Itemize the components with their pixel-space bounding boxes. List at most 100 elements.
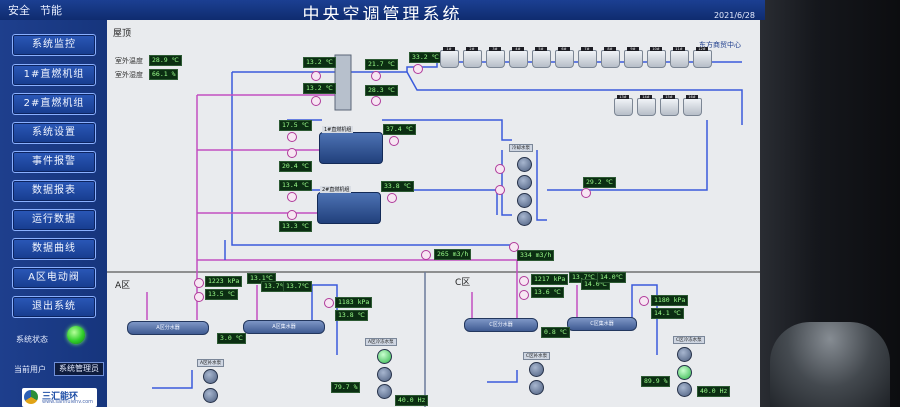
zone-c-chilled-pump-2[interactable] — [677, 365, 692, 380]
valve-3[interactable] — [311, 96, 321, 106]
cooling-tower-15[interactable]: 15# — [660, 95, 679, 116]
zone-a-chilled-pump-3[interactable] — [377, 384, 392, 399]
zone-a-makeup-pump-1[interactable] — [203, 369, 218, 384]
zone-c-return-header[interactable]: C区集水器 — [567, 317, 637, 331]
menu-security[interactable]: 安全 — [8, 4, 30, 17]
valve-chiller2-cond[interactable] — [387, 193, 397, 203]
valve-flow-a[interactable] — [421, 250, 431, 260]
pipe-network — [107, 54, 760, 407]
nav-exit[interactable]: 退出系统 — [12, 296, 96, 318]
zone-c-supply-header[interactable]: C区分水器 — [464, 318, 538, 332]
zone-c-chilled-pump-label: C区冷冻水泵 — [673, 336, 705, 344]
zone-c-makeup-pump-2[interactable] — [529, 380, 544, 395]
valve-chiller1-cond[interactable] — [389, 136, 399, 146]
zone-a-frequency: 40.0 Hz — [395, 395, 429, 406]
nav-data-report[interactable]: 数据报表 — [12, 180, 96, 202]
valve-zone-c-1[interactable] — [519, 276, 529, 286]
chiller-2[interactable]: 2#直燃机组 — [317, 186, 381, 224]
valve-chiller2-out[interactable] — [287, 210, 297, 220]
flow-c-readout: 334 m3/h — [517, 250, 555, 261]
cooling-tower-12[interactable]: 12# — [693, 47, 712, 68]
valve-zone-c-2[interactable] — [519, 290, 529, 300]
cooling-pump-group-label: 冷却水泵 — [509, 144, 533, 152]
zone-c-chilled-pump-3[interactable] — [677, 382, 692, 397]
status-label: 系统状态 — [16, 335, 48, 344]
cooling-tower-1[interactable]: 1# — [440, 47, 459, 68]
chiller-1[interactable]: 1#直燃机组 — [319, 126, 383, 164]
zone-c-subtemp-2: 14.0℃ — [581, 279, 610, 290]
zone-a-label: A区 — [115, 281, 131, 291]
roof-label: 屋顶 — [113, 29, 132, 39]
cooling-tower-2[interactable]: 2# — [463, 47, 482, 68]
outdoor-hum-value: 66.1 % — [149, 69, 179, 80]
cooling-tower-7[interactable]: 7# — [578, 47, 597, 68]
cooling-pump-2[interactable] — [517, 175, 532, 190]
zone-a-return-header[interactable]: A区集水器 — [243, 320, 325, 334]
zone-a-back-pressure: 1183 kPa — [335, 297, 373, 308]
valve-cool-2[interactable] — [495, 185, 505, 195]
zone-c-makeup-pump-label: C区补水泵 — [523, 352, 551, 360]
cooling-pump-3[interactable] — [517, 193, 532, 208]
top-bar: 安全 节能 中央空调管理系统 2021/6/28 — [0, 0, 765, 25]
valve-zone-c-back[interactable] — [639, 296, 649, 306]
chiller1-inlet-temp: 17.5 ℃ — [279, 120, 312, 131]
valve-cool-1[interactable] — [495, 164, 505, 174]
company-label: 东方商贸中心 — [699, 41, 741, 49]
pipe-cool-supply — [547, 120, 708, 191]
zone-c-label: C区 — [455, 278, 471, 288]
cooling-tower-16[interactable]: 16# — [683, 95, 702, 116]
menu-energy[interactable]: 节能 — [40, 4, 62, 17]
valve-zone-a-back[interactable] — [324, 298, 334, 308]
valve-1[interactable] — [311, 71, 321, 81]
nav-run-data[interactable]: 运行数据 — [12, 209, 96, 231]
zone-c-back-pressure: 1180 kPa — [651, 295, 689, 306]
zone-c-temp: 13.6 ℃ — [531, 287, 564, 298]
cooling-tower-11[interactable]: 11# — [670, 47, 689, 68]
valve-chiller2-in[interactable] — [287, 192, 297, 202]
valve-zone-a-2[interactable] — [194, 292, 204, 302]
zone-a-chilled-pump-1[interactable] — [377, 349, 392, 364]
nav-data-curve[interactable]: 数据曲线 — [12, 238, 96, 260]
cooling-tower-4[interactable]: 4# — [509, 47, 528, 68]
zone-a-supply-header[interactable]: A区分水器 — [127, 321, 209, 335]
valve-5[interactable] — [413, 64, 423, 74]
pipe-blue-tower-return — [406, 71, 743, 125]
zone-c-subtemp-3: 14.0℃ — [597, 272, 626, 283]
zone-c-chilled-pump-1[interactable] — [677, 347, 692, 362]
zone-a-makeup-pump-label: A区补水泵 — [197, 359, 225, 367]
nav-chiller-1[interactable]: 1#直燃机组 — [12, 64, 96, 86]
zone-a-makeup-pump-2[interactable] — [203, 388, 218, 403]
valve-flow-c[interactable] — [509, 242, 519, 252]
cooling-tower-9[interactable]: 9# — [624, 47, 643, 68]
cooling-tower-14[interactable]: 14# — [637, 95, 656, 116]
nav-chiller-2[interactable]: 2#直燃机组 — [12, 93, 96, 115]
nav-event-alarm[interactable]: 事件报警 — [12, 151, 96, 173]
cooling-tower-8[interactable]: 8# — [601, 47, 620, 68]
valve-chiller1-out[interactable] — [287, 148, 297, 158]
chiller1-cond-temp: 37.4 ℃ — [383, 124, 416, 135]
sidebar: 系统监控 1#直燃机组 2#直燃机组 系统设置 事件报警 数据报表 运行数据 数… — [0, 20, 107, 407]
temp-readout-3: 13.2 ℃ — [303, 83, 336, 94]
temp-readout-2: 21.7 ℃ — [365, 59, 398, 70]
zone-a-back-temp: 13.8 ℃ — [335, 310, 368, 321]
nav-system-monitor[interactable]: 系统监控 — [12, 34, 96, 56]
valve-cool-3[interactable] — [581, 188, 591, 198]
cooling-tower-10[interactable]: 10# — [647, 47, 666, 68]
pipe-cool-pump-left — [501, 150, 512, 216]
valve-2[interactable] — [371, 71, 381, 81]
nav-system-settings[interactable]: 系统设置 — [12, 122, 96, 144]
zone-c-makeup-pump-1[interactable] — [529, 362, 544, 377]
valve-zone-a-1[interactable] — [194, 278, 204, 288]
cooling-tower-5[interactable]: 5# — [532, 47, 551, 68]
cooling-tower-13[interactable]: 13# — [614, 95, 633, 116]
cooling-pump-4[interactable] — [517, 211, 532, 226]
nav-zone-a-valve[interactable]: A区电动阀 — [12, 267, 96, 289]
temp-readout-1: 13.2 ℃ — [303, 57, 336, 68]
cooling-tower-3[interactable]: 3# — [486, 47, 505, 68]
cooling-tower-6[interactable]: 6# — [555, 47, 574, 68]
zone-a-chilled-pump-2[interactable] — [377, 367, 392, 382]
pipe-magenta-zone-c — [197, 259, 518, 272]
valve-chiller1-in[interactable] — [287, 132, 297, 142]
cooling-pump-1[interactable] — [517, 157, 532, 172]
valve-4[interactable] — [371, 96, 381, 106]
